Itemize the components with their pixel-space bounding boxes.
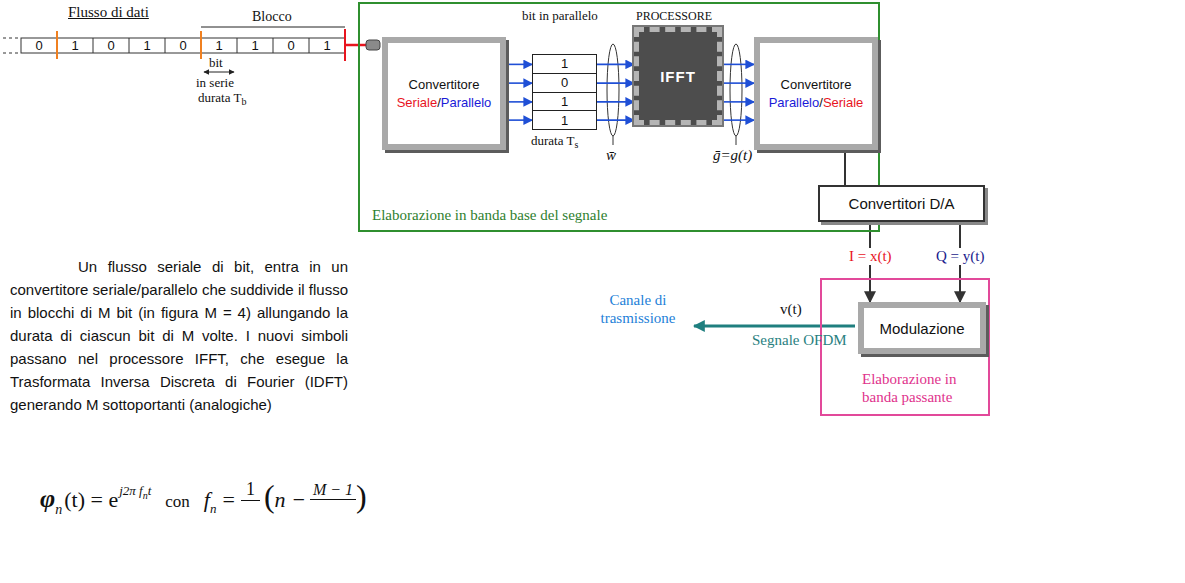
formula-part: con (165, 492, 190, 512)
formula-part: 1 (241, 479, 260, 501)
parallel-bits: 1011 (532, 54, 597, 130)
connector (722, 64, 754, 66)
formula-part: f (204, 487, 210, 513)
converter-block: ConvertitoreSeriale/Parallelo (382, 37, 506, 150)
formula-part: n (55, 502, 62, 518)
formula-part: n (143, 490, 148, 501)
label-group: φn(t) = ej2π fntconfn=1(n −M − 1) (40, 478, 367, 515)
vector-label: ḡ=g(t) (713, 147, 752, 164)
formula-part: ) (356, 478, 367, 515)
formula-part: n − (275, 487, 306, 513)
bit-value: 1 (57, 38, 93, 53)
formula-part: t (148, 483, 152, 499)
node-text: Modulazione (879, 320, 964, 337)
signal-label: Q = y(t) (934, 248, 986, 265)
node-text: Convertitore (409, 76, 480, 94)
bit-value: 0 (273, 38, 309, 53)
converter-block: ConvertitoreParallelo/Seriale (754, 37, 878, 150)
signal-label: v(t) (780, 301, 802, 318)
node-text: 1 (533, 111, 596, 129)
bit-label: bit (209, 55, 223, 70)
vector-label: w̄ (606, 147, 616, 164)
serial-input (345, 40, 380, 50)
heading-label: Flusso di dati (68, 4, 149, 21)
label-group: durata Ts (531, 133, 578, 149)
bit-value: 0 (21, 38, 57, 53)
formula-part: M − 1 (310, 481, 356, 500)
bit-stream (3, 29, 345, 61)
connector (722, 119, 754, 121)
block-bracket (201, 27, 345, 28)
signal-label: I = x(t) (847, 248, 894, 265)
formula-part: = (222, 487, 234, 513)
node-text: IFFT (660, 68, 696, 85)
node-text: Seriale/Parallelo (397, 94, 492, 112)
bit-value: 1 (309, 38, 345, 53)
baseband-region: Elaborazione in banda base del segnale Co… (358, 2, 880, 232)
bit-value: 1 (201, 38, 237, 53)
bus-label: bit in parallelo (522, 8, 598, 24)
formula-part: ( (264, 478, 275, 515)
formula-part: n (210, 501, 217, 517)
node-text: Elaborazione in banda passante (862, 370, 980, 406)
bit-value: 0 (165, 38, 201, 53)
connector (597, 64, 634, 66)
connector (597, 119, 634, 121)
duration-label: durata T (198, 90, 241, 106)
duration-subscript: b (241, 96, 246, 107)
node-text: 0 (533, 74, 596, 93)
connector (506, 64, 532, 66)
connector (844, 150, 846, 185)
duration-subscript: s (574, 139, 578, 150)
connector (506, 119, 532, 121)
ifft-processor: IFFT (634, 27, 722, 125)
chip-label: PROCESSORE (636, 9, 712, 24)
formula-part: j2π f (119, 483, 143, 499)
description-text: Un flusso seriale di bit, entra in un co… (10, 255, 348, 416)
signal-label: Segnale OFDM (752, 332, 847, 349)
connector (722, 101, 754, 103)
dac-block: Convertitori D/A (818, 185, 985, 222)
duration-label: durata T (531, 133, 574, 149)
formula-part: φ (40, 484, 55, 514)
bit-value: 1 (129, 38, 165, 53)
bit-value: 1 (237, 38, 273, 53)
bit-duration-arrow (204, 72, 234, 73)
bit-label: in serie (196, 75, 234, 90)
label-group: durata Tb (198, 90, 246, 106)
node-text: Parallelo/Seriale (769, 94, 864, 112)
connector (722, 82, 754, 84)
modulator-block: Modulazione (858, 302, 986, 354)
output-arrow (694, 325, 855, 328)
bit-value: 0 (93, 38, 129, 53)
node-text: 1 (533, 55, 596, 74)
node-text: Convertitore (781, 76, 852, 94)
block-label: Blocco (252, 9, 292, 25)
connector (506, 101, 532, 103)
channel-label: Canale di trasmissione (588, 291, 688, 327)
connector (597, 101, 634, 103)
node-text: Elaborazione in banda base del segnale (372, 207, 607, 224)
formula-part: (t) = e (64, 487, 118, 513)
node-text: Convertitori D/A (849, 195, 955, 212)
connector (506, 82, 532, 84)
connector (597, 82, 634, 84)
node-text: 1 (533, 93, 596, 112)
